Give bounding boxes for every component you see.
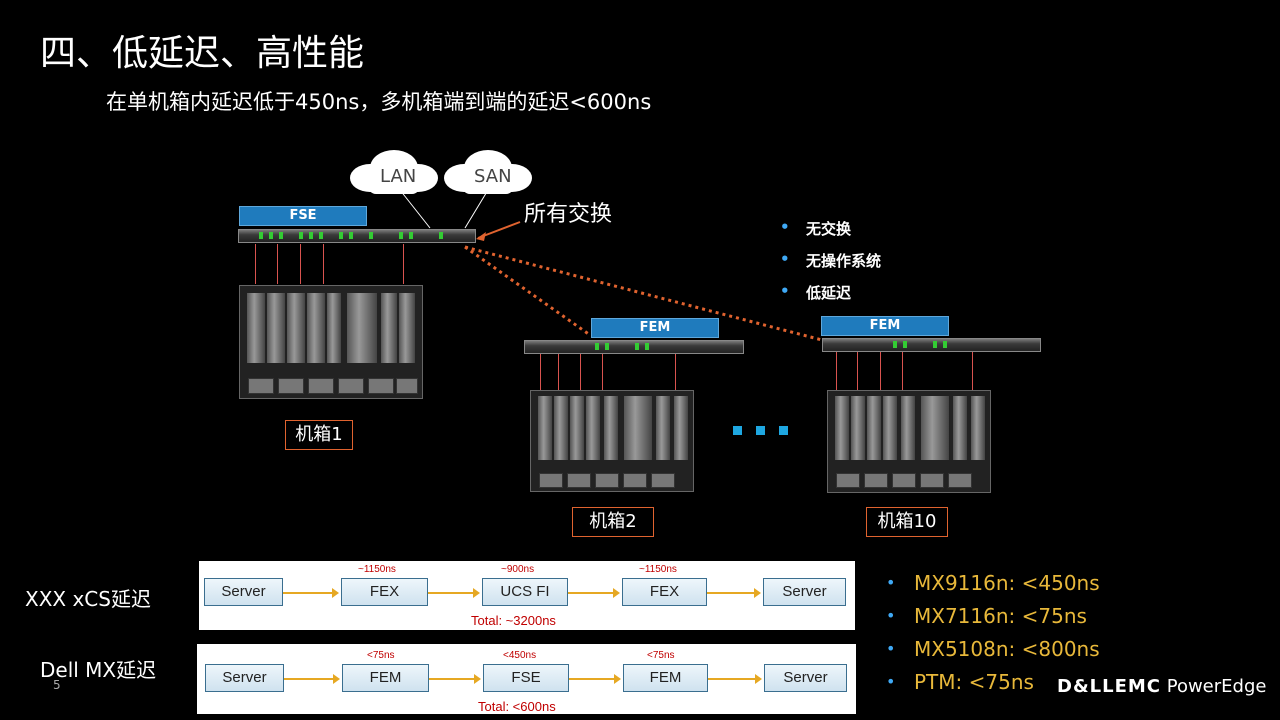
latency-hop: <450ns xyxy=(503,650,537,661)
dell-mx-latency-label: Dell MX延迟 xyxy=(40,658,157,682)
latency-node: Server xyxy=(764,664,847,692)
lan-cloud-icon xyxy=(350,150,438,194)
san-label: SAN xyxy=(474,166,512,187)
chassis-2-label: 机箱2 xyxy=(572,507,654,537)
fem-label-2: FEM xyxy=(591,318,719,338)
latency-node: FEX xyxy=(341,578,428,606)
latency-node: Server xyxy=(204,578,283,606)
latency-node: Server xyxy=(763,578,846,606)
latency-node: FSE xyxy=(483,664,569,692)
xcs-latency-panel: Server ~1150ns FEX ~900ns UCS FI ~1150ns… xyxy=(199,561,855,630)
lan-label: LAN xyxy=(380,166,417,187)
latency-node: FEM xyxy=(342,664,429,692)
fem-switch-2 xyxy=(524,340,744,354)
latency-total: Total: ~3200ns xyxy=(471,613,556,628)
fem-feature-item: 无操作系统 xyxy=(780,250,881,271)
latency-hop: ~900ns xyxy=(501,564,535,575)
chassis-1-label: 机箱1 xyxy=(285,420,353,450)
more-chassis-ellipsis xyxy=(733,420,802,439)
all-switching-callout: 所有交换 xyxy=(524,202,613,227)
latency-node: UCS FI xyxy=(482,578,568,606)
fem-feature-list: 无交换 无操作系统 低延迟 xyxy=(780,218,881,314)
module-latency-specs: MX9116n: <450ns MX7116n: <75ns MX5108n: … xyxy=(886,571,1100,703)
fse-switch xyxy=(238,229,476,243)
chassis-10-label: 机箱10 xyxy=(866,507,948,537)
latency-hop: ~1150ns xyxy=(358,564,396,575)
latency-hop: <75ns xyxy=(647,650,675,661)
spec-item: MX9116n: <450ns xyxy=(886,571,1100,595)
latency-node: FEX xyxy=(622,578,707,606)
latency-node: Server xyxy=(205,664,284,692)
poweredge-wordmark: PowerEdge xyxy=(1166,676,1267,697)
latency-node: FEM xyxy=(623,664,708,692)
chassis-10-image xyxy=(827,390,991,493)
latency-total: Total: <600ns xyxy=(478,699,556,714)
san-cloud-icon xyxy=(444,150,532,194)
fem-feature-item: 无交换 xyxy=(780,218,881,239)
chassis-2-image xyxy=(530,390,694,492)
spec-item: MX7116n: <75ns xyxy=(886,604,1100,628)
page-number: 5 xyxy=(53,678,61,692)
fem-label-10: FEM xyxy=(821,316,949,336)
dell-mx-latency-panel: Server <75ns FEM <450ns FSE <75ns FEM Se… xyxy=(197,644,856,714)
slide-subtitle: 在单机箱内延迟低于450ns，多机箱端到端的延迟<600ns xyxy=(106,90,652,114)
fse-label: FSE xyxy=(239,206,367,226)
spec-item: PTM: <75ns xyxy=(886,670,1100,694)
spec-item: MX5108n: <800ns xyxy=(886,637,1100,661)
latency-hop: <75ns xyxy=(367,650,395,661)
fem-switch-10 xyxy=(822,338,1041,352)
chassis-1-image xyxy=(239,285,423,399)
fem-feature-item: 低延迟 xyxy=(780,282,881,303)
slide-title: 四、低延迟、高性能 xyxy=(40,33,365,74)
latency-hop: ~1150ns xyxy=(639,564,677,575)
xcs-latency-label: XXX xCS延迟 xyxy=(25,587,151,611)
dell-emc-poweredge-logo: D&LLEMC PowerEdge xyxy=(1057,676,1266,697)
dell-emc-wordmark: D&LLEMC xyxy=(1057,676,1161,697)
